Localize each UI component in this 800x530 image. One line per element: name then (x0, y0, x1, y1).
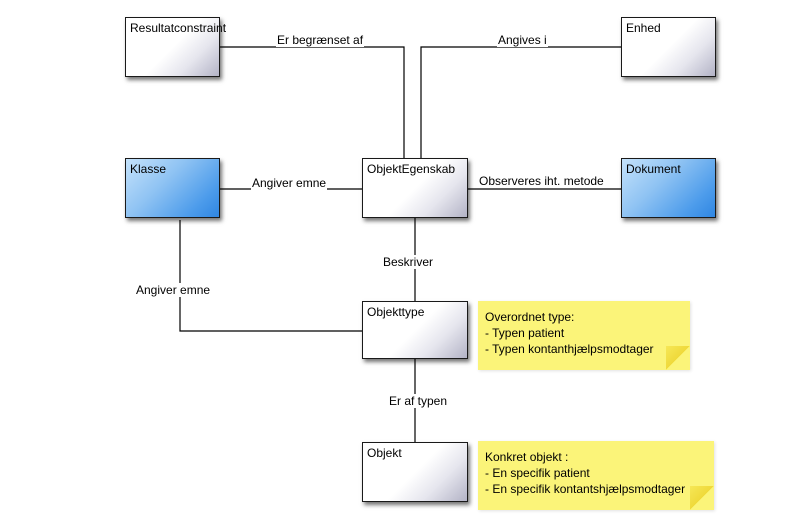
relation-label-er-af-typen: Er af typen (388, 394, 449, 408)
entity-name: Objekttype (367, 305, 425, 319)
entity-objektegenskab[interactable]: ObjektEgenskab (362, 158, 468, 218)
relation-label-angiver-emne-left: Angiver emne (135, 283, 212, 297)
note-fold (690, 486, 714, 510)
entity-name: Resultatconstraint (130, 21, 227, 35)
entity-name: Enhed (626, 21, 661, 35)
relation-label-angives-i: Angives i (497, 33, 548, 47)
entity-objekttype[interactable]: Objekttype (362, 301, 468, 359)
entity-name: Klasse (130, 162, 167, 176)
note-line: - Typen kontanthjælpsmodtager (485, 342, 654, 356)
entity-resultatconstraint[interactable]: Resultatconstraint (125, 17, 226, 77)
entity-name: ObjektEgenskab (367, 162, 456, 176)
relation-label-beskriver: Beskriver (382, 255, 435, 269)
note-line: - En specifik kontantshjælpsmodtager (485, 482, 686, 496)
connector-angives-i (420, 46, 621, 160)
entity-objekt[interactable]: Objekt (362, 442, 468, 502)
note-line: Overordnet type: (485, 310, 575, 324)
entity-dokument[interactable]: Dokument (621, 158, 716, 218)
note-line: - Typen patient (485, 326, 565, 340)
entity-enhed[interactable]: Enhed (621, 17, 716, 77)
relation-label-angiver-emne-top: Angiver emne (251, 176, 328, 190)
relation-label-er-begraenset-af: Er begrænset af (276, 33, 365, 47)
relation-label-observeres-iht-metode: Observeres iht. metode (478, 174, 605, 188)
entity-name: Dokument (626, 162, 681, 176)
connector-er-begraenset-af (220, 46, 405, 160)
note-overordnet-type: Overordnet type: - Typen patient - Typen… (478, 301, 690, 370)
note-konkret-objekt: Konkret objekt : - En specifik patient -… (478, 441, 714, 510)
note-line: - En specifik patient (485, 466, 590, 480)
entity-klasse[interactable]: Klasse (125, 158, 220, 218)
note-line: Konkret objekt : (485, 450, 569, 464)
connector-angiver-emne-left (179, 220, 362, 332)
note-fold (666, 346, 690, 370)
entity-name: Objekt (367, 446, 402, 460)
